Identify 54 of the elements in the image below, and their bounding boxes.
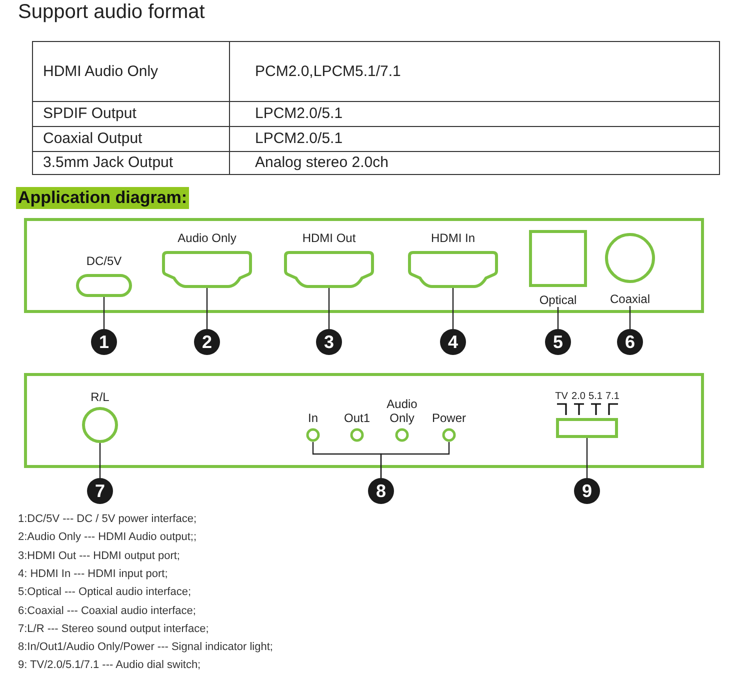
note-text: 5:Optical --- Optical audio interface; bbox=[18, 585, 192, 600]
note-text: 9: TV/2.0/5.1/7.1 --- Audio dial switch; bbox=[18, 658, 201, 672]
leader-line bbox=[452, 288, 454, 329]
port-label: DC/5V bbox=[86, 254, 122, 268]
switch-label: 5.1 bbox=[588, 391, 602, 403]
light-label: In bbox=[308, 411, 318, 425]
leader-line bbox=[380, 442, 450, 478]
callout-number: 4 bbox=[440, 329, 466, 355]
note-text: 3:HDMI Out --- HDMI output port; bbox=[18, 548, 180, 563]
rear-panel bbox=[24, 373, 704, 468]
note-text: 8:In/Out1/Audio Only/Power --- Signal indicator light; bbox=[18, 640, 273, 654]
port-label: Audio Only bbox=[178, 231, 236, 245]
table-cell: 3.5mm Jack Output bbox=[32, 152, 230, 174]
note-text: 2:Audio Only --- HDMI Audio output;; bbox=[18, 530, 197, 544]
callout-number: 5 bbox=[545, 329, 571, 355]
port-label: Optical bbox=[539, 293, 577, 307]
callout-number: 7 bbox=[87, 478, 113, 504]
front-panel bbox=[24, 218, 704, 313]
leader-line bbox=[328, 288, 330, 329]
light-label: Audio Only bbox=[386, 397, 418, 425]
table-cell: HDMI Audio Only bbox=[32, 42, 230, 102]
callout-number: 8 bbox=[368, 478, 394, 504]
callout-number: 2 bbox=[194, 329, 220, 355]
table-cell: LPCM2.0/5.1 bbox=[230, 126, 720, 152]
port-label: HDMI In bbox=[430, 231, 475, 245]
leader-line bbox=[557, 307, 559, 329]
section-heading: Application diagram: bbox=[16, 187, 190, 209]
port-label: HDMI Out bbox=[302, 231, 356, 245]
port-label: R/L bbox=[90, 390, 110, 404]
table-cell: PCM2.0,LPCM5.1/7.1 bbox=[230, 42, 720, 102]
table-cell: LPCM2.0/5.1 bbox=[230, 102, 720, 126]
switch-label: TV bbox=[555, 391, 568, 403]
table-cell: Coaxial Output bbox=[32, 126, 230, 152]
note-text: 6:Coaxial --- Coaxial audio interface; bbox=[18, 604, 196, 618]
note-text: 1:DC/5V --- DC / 5V power interface; bbox=[18, 512, 197, 526]
port-label: Coaxial bbox=[610, 292, 650, 306]
switch-label: 7.1 bbox=[606, 391, 620, 403]
switch-label: 2.0 bbox=[572, 391, 586, 403]
table-cell: Analog stereo 2.0ch bbox=[230, 152, 720, 174]
leader-line bbox=[99, 443, 101, 478]
callout-number: 1 bbox=[91, 329, 117, 355]
callout-number: 3 bbox=[316, 329, 342, 355]
leader-line bbox=[206, 288, 208, 329]
table-cell: SPDIF Output bbox=[32, 102, 230, 126]
leader-line bbox=[103, 297, 105, 329]
note-text: 7:L/R --- Stereo sound output interface; bbox=[18, 622, 209, 636]
leader-line bbox=[629, 306, 631, 329]
light-label: Power bbox=[432, 411, 466, 425]
note-text: 4: HDMI In --- HDMI input port; bbox=[18, 566, 168, 581]
leader-line bbox=[586, 438, 588, 478]
light-label: Out1 bbox=[344, 411, 370, 425]
callout-number: 9 bbox=[574, 478, 600, 504]
page-title: Support audio format bbox=[18, 0, 205, 24]
callout-number: 6 bbox=[617, 329, 643, 355]
